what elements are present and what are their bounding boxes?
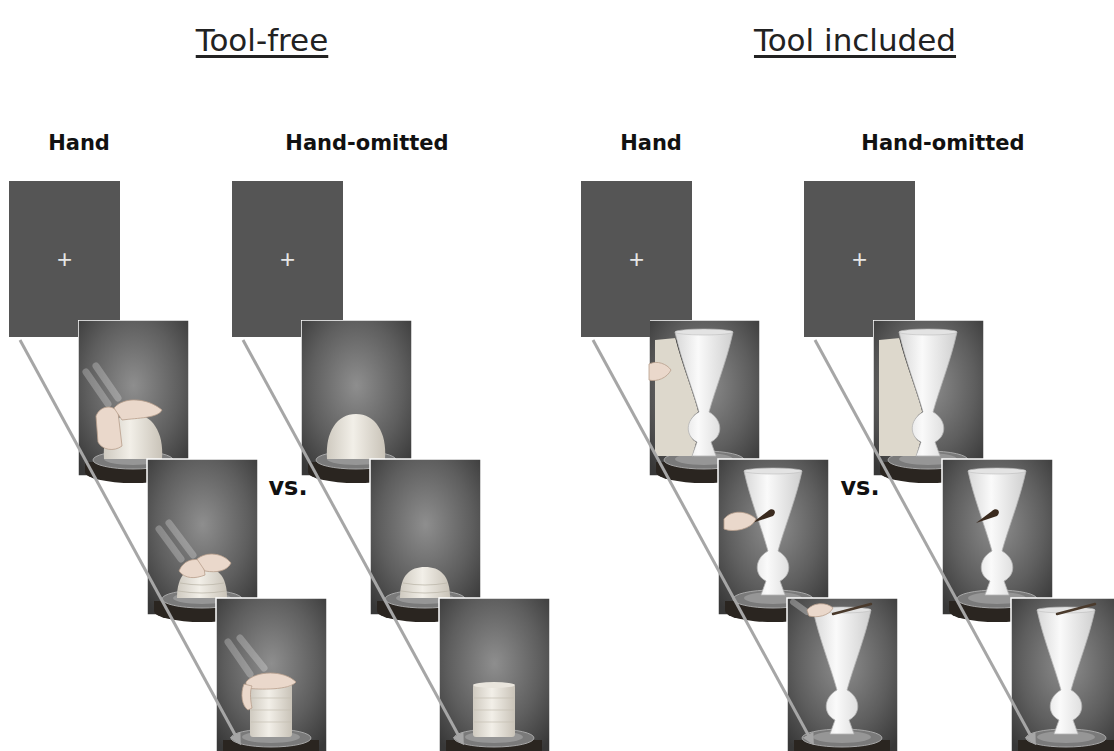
- versus-label: vs.: [268, 473, 307, 501]
- fixation-cross: +: [629, 246, 644, 272]
- fixation-cross: +: [280, 246, 295, 272]
- condition-label: Hand-omitted: [861, 131, 1024, 155]
- section-heading: Tool included: [754, 22, 956, 58]
- fixation-screen: +: [232, 181, 343, 337]
- condition-label: Hand: [48, 131, 110, 155]
- section-heading: Tool-free: [196, 22, 329, 58]
- fixation-screen: +: [9, 181, 120, 337]
- condition-label: Hand: [620, 131, 682, 155]
- time-arrow: [20, 340, 1033, 740]
- versus-label: vs.: [840, 473, 879, 501]
- fixation-cross: +: [852, 246, 867, 272]
- fixation-screen: +: [804, 181, 915, 337]
- fixation-screen: +: [581, 181, 692, 337]
- condition-label: Hand-omitted: [285, 131, 448, 155]
- fixation-cross: +: [57, 246, 72, 272]
